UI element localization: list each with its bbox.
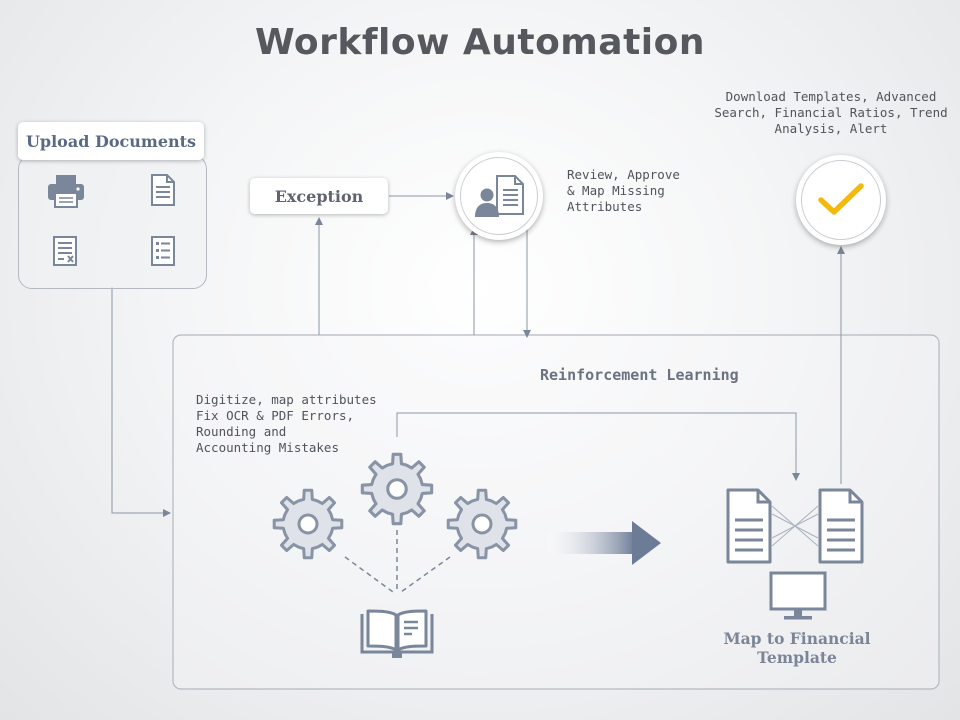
- gear-icon: [358, 450, 436, 528]
- gear-icon: [444, 486, 520, 562]
- user-document-icon: [475, 174, 525, 218]
- review-note: Review, Approve & Map Missing Attributes: [567, 167, 680, 214]
- download-note: Download Templates, Advanced Search, Fin…: [714, 89, 948, 136]
- reinforcement-learning-frame: [172, 334, 940, 690]
- map-to-financial-template-label: Map to Financial Template: [723, 629, 871, 667]
- rejected-document-icon: [52, 235, 78, 267]
- checkmark-circle: [796, 155, 886, 245]
- book-icon: [360, 608, 434, 660]
- gear-book-dashed-links: [344, 530, 451, 593]
- checkmark-icon: [818, 183, 864, 217]
- digitize-note: Digitize, map attributes Fix OCR & PDF E…: [196, 392, 377, 455]
- learning-loop-connector: [396, 412, 800, 481]
- monitor-icon: [769, 571, 827, 621]
- review-circle: [455, 152, 543, 240]
- arrow-right-icon: [548, 521, 661, 565]
- gear-icon: [270, 486, 346, 562]
- exception-box: Exception: [250, 178, 388, 214]
- checklist-icon: [150, 235, 176, 267]
- document-icon: [150, 173, 176, 207]
- document-compare-icon: [726, 488, 868, 566]
- reinforcement-learning-label: Reinforcement Learning: [540, 366, 739, 384]
- upload-documents-label: Upload Documents: [18, 122, 204, 160]
- upload-to-processing-connector: [111, 287, 171, 517]
- page-title: Workflow Automation: [254, 22, 706, 63]
- printer-icon: [47, 173, 85, 209]
